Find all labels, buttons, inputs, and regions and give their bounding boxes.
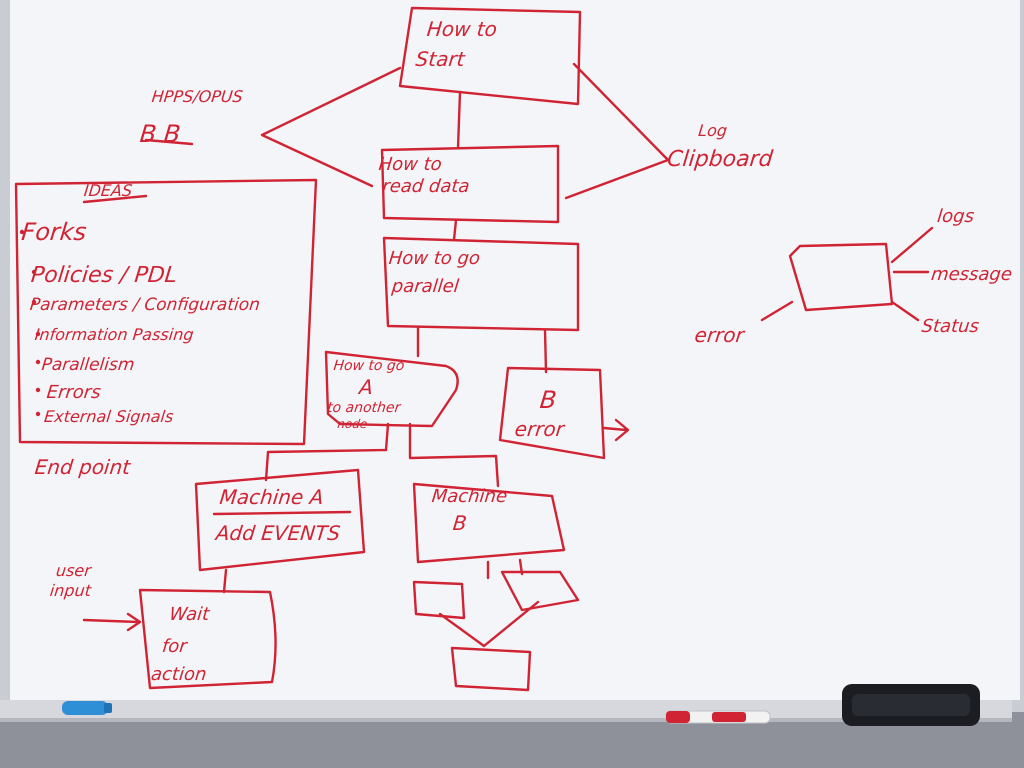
box-machine-a <box>194 468 366 572</box>
log-label: Log <box>697 121 728 140</box>
machine-b-line1: Machine <box>431 486 508 507</box>
read-data-line2: read data <box>381 176 470 197</box>
idea-information-passing: Information Passing <box>34 325 195 344</box>
wait-line1: Wait <box>168 604 211 625</box>
user-input-arrow <box>82 612 142 632</box>
box-wait-for-action <box>138 588 277 690</box>
box-ideas <box>14 178 318 446</box>
box-sub-left <box>412 580 466 620</box>
user-input-line2: input <box>49 581 93 600</box>
clipboard-label: Clipboard <box>666 147 775 172</box>
side-message-label: message <box>930 264 1013 285</box>
user-input-line1: user <box>55 561 93 580</box>
box-side-node <box>788 242 894 312</box>
idea-external-signals: External Signals <box>43 407 175 426</box>
box-sub-right <box>500 570 580 612</box>
parallel-line1: How to go <box>388 248 481 269</box>
right-arrow-outline <box>564 62 670 200</box>
machine-a-line1: Machine A <box>219 485 325 509</box>
start-line1: How to <box>426 17 499 41</box>
parallel-line2: parallel <box>390 276 460 297</box>
ideas-title: IDEAS <box>83 181 133 200</box>
side-logs-label: logs <box>936 206 976 227</box>
box-b-error <box>498 366 606 460</box>
idea-policies: Policies / PDL <box>30 263 179 288</box>
machine-b-line2: B <box>452 511 468 535</box>
b-error-line1: B <box>538 386 557 414</box>
box-go-a <box>324 350 459 428</box>
read-data-line1: How to <box>378 154 443 175</box>
ideas-bullets <box>19 229 41 417</box>
box-machine-b <box>412 482 566 564</box>
go-a-line2: A <box>356 375 374 399</box>
left-arrow-outline <box>260 66 402 188</box>
box-read-data <box>380 144 560 224</box>
idea-errors: Errors <box>46 382 103 403</box>
side-status-label: Status <box>921 316 981 337</box>
eraser <box>842 684 980 726</box>
b-error-line2: error <box>514 417 567 441</box>
b-error-arrow <box>602 418 630 442</box>
board-surface <box>10 0 1020 700</box>
box-sub-bottom <box>450 646 532 692</box>
idea-forks: Forks <box>20 218 88 246</box>
machine-a-line2: Add EVENTS <box>213 521 342 545</box>
box-parallel <box>382 236 580 332</box>
box-how-to-start <box>398 6 582 106</box>
hpps-opus-label: HPPS/OPUS <box>151 87 244 106</box>
side-error-label: error <box>694 323 747 347</box>
end-point-label: End point <box>34 455 133 479</box>
bb-label: B B <box>138 120 181 148</box>
idea-parallelism: Parallelism <box>41 355 136 375</box>
go-a-line3: to another <box>326 400 402 416</box>
go-a-line4: node <box>337 417 368 431</box>
wait-line2: for <box>161 636 190 657</box>
blue-marker <box>62 701 112 715</box>
red-marker <box>665 710 771 724</box>
go-a-line1: How to go <box>333 358 406 374</box>
idea-parameters: Parameters / Configuration <box>29 295 261 315</box>
wait-line3: action <box>150 664 208 685</box>
start-line2: Start <box>415 47 467 71</box>
